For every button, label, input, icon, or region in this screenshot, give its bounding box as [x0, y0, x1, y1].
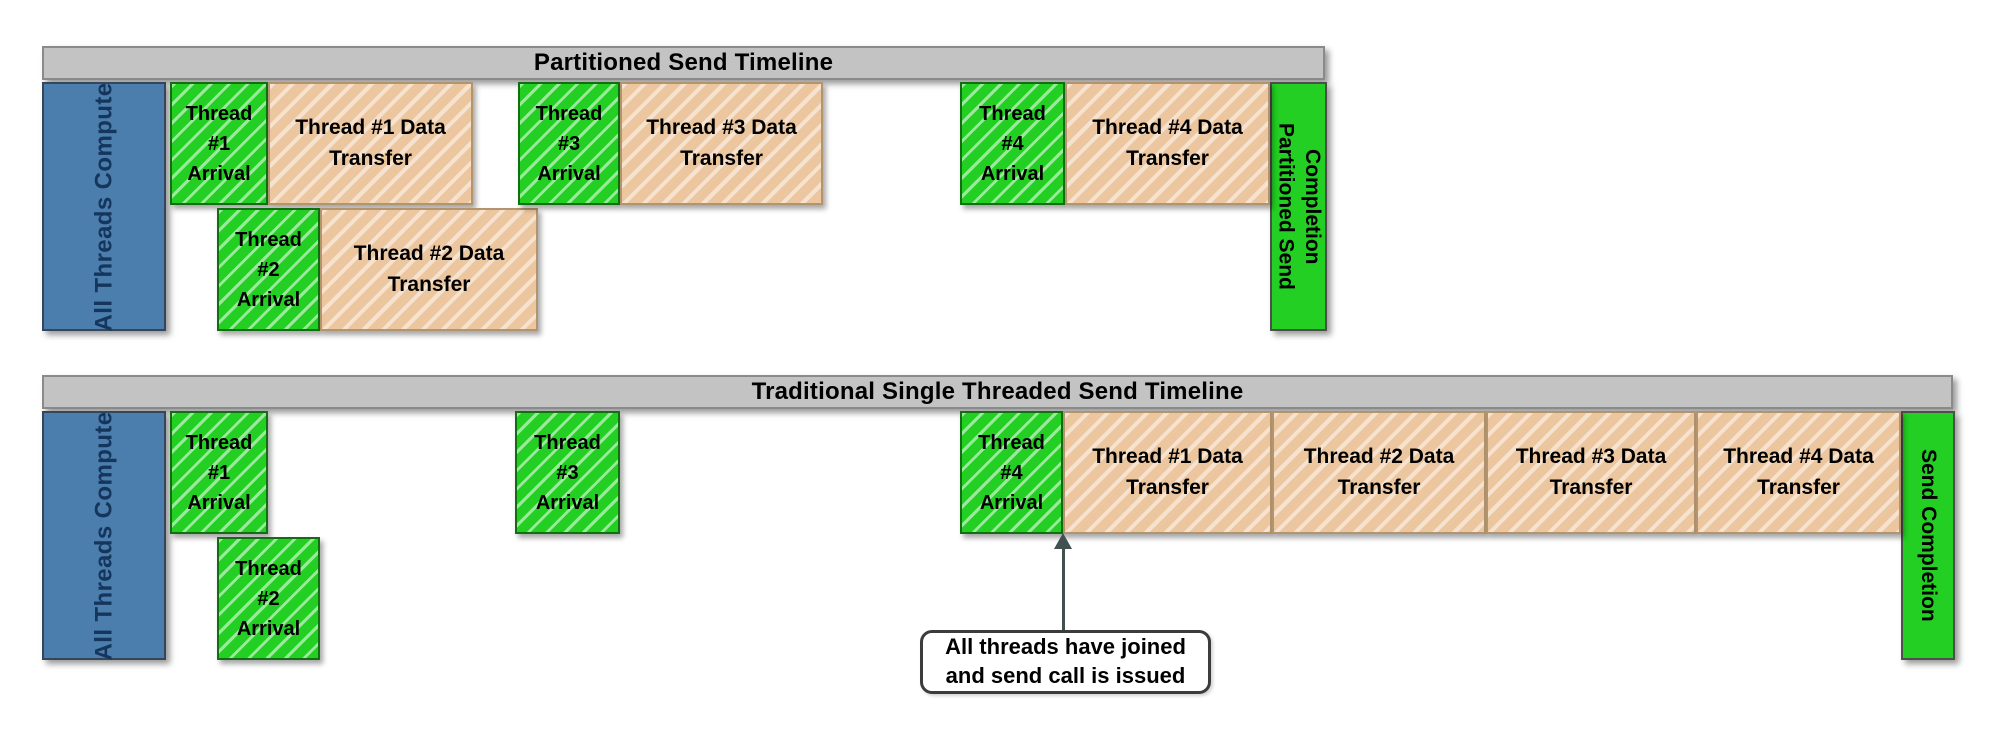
label-line: Thread #1 Data — [295, 116, 446, 140]
label-line: #4 — [1000, 461, 1023, 484]
timeline-title: Traditional Single Threaded Send Timelin… — [42, 375, 1953, 409]
label-line: #1 — [207, 461, 231, 484]
label-line: Send Completion — [1917, 449, 1941, 622]
label-line: Transfer — [387, 272, 471, 296]
label-line: Arrival — [537, 162, 601, 185]
label-line: and send call is issued — [945, 663, 1186, 688]
label-line: Thread — [185, 102, 253, 125]
timeline-title: Partitioned Send Timeline — [42, 46, 1325, 80]
label-line: Thread — [535, 102, 603, 125]
label-line: Thread — [235, 228, 302, 251]
label-line: Arrival — [187, 491, 251, 514]
label-line: Transfer — [329, 146, 412, 170]
annotation-arrow-line — [1062, 548, 1065, 630]
label-line: #2 — [257, 587, 280, 610]
label-line: Arrival — [187, 162, 251, 185]
annotation-callout: All threads have joined and send call is … — [920, 630, 1211, 694]
compute-bar-label: All Threads Compute — [90, 411, 117, 660]
label-line: Transfer — [1126, 146, 1209, 170]
label-line: Arrival — [535, 491, 600, 514]
label-line: Arrival — [236, 288, 301, 311]
all-threads-compute-bar: All Threads Compute — [42, 411, 166, 660]
label-line: Thread — [979, 102, 1046, 125]
label-line: Arrival — [236, 617, 301, 640]
label-line: Thread #2 Data — [1303, 445, 1455, 469]
label-line: Thread #4 Data — [1092, 116, 1243, 140]
label-line: #4 — [1001, 132, 1024, 155]
label-line: Transfer — [1757, 475, 1840, 499]
label-line: Transfer — [1337, 475, 1421, 499]
label-line: Thread — [185, 431, 253, 454]
label-line: Thread #4 Data — [1723, 445, 1874, 469]
label-line: Thread — [978, 431, 1045, 454]
label-line: All threads have joined — [945, 634, 1186, 660]
label-line: Completion — [1300, 148, 1324, 265]
all-threads-compute-bar: All Threads Compute — [42, 82, 166, 331]
label-line: Arrival — [980, 162, 1045, 185]
label-line: Thread #2 Data — [353, 242, 505, 266]
label-line: #1 — [207, 132, 231, 155]
label-line: Thread — [235, 557, 302, 580]
label-line: Thread #1 Data — [1092, 445, 1243, 469]
label-line: #2 — [257, 258, 280, 281]
label-line: #3 — [556, 461, 579, 484]
label-line: #3 — [557, 132, 581, 155]
label-line: Thread #3 Data — [1515, 445, 1667, 469]
label-line: Arrival — [979, 491, 1044, 514]
completion-bar-label: Send Completion — [1915, 449, 1941, 622]
label-line: Transfer — [680, 146, 763, 170]
label-line: Transfer — [1126, 475, 1209, 499]
label-line: Partitioned Send — [1274, 123, 1298, 290]
label-line: Transfer — [1549, 475, 1633, 499]
label-line: Thread — [534, 431, 601, 454]
annotation-arrow-head — [1054, 533, 1072, 549]
send-completion-bar: Send Completion — [1901, 411, 1955, 660]
label-line: Thread #3 Data — [646, 116, 797, 140]
